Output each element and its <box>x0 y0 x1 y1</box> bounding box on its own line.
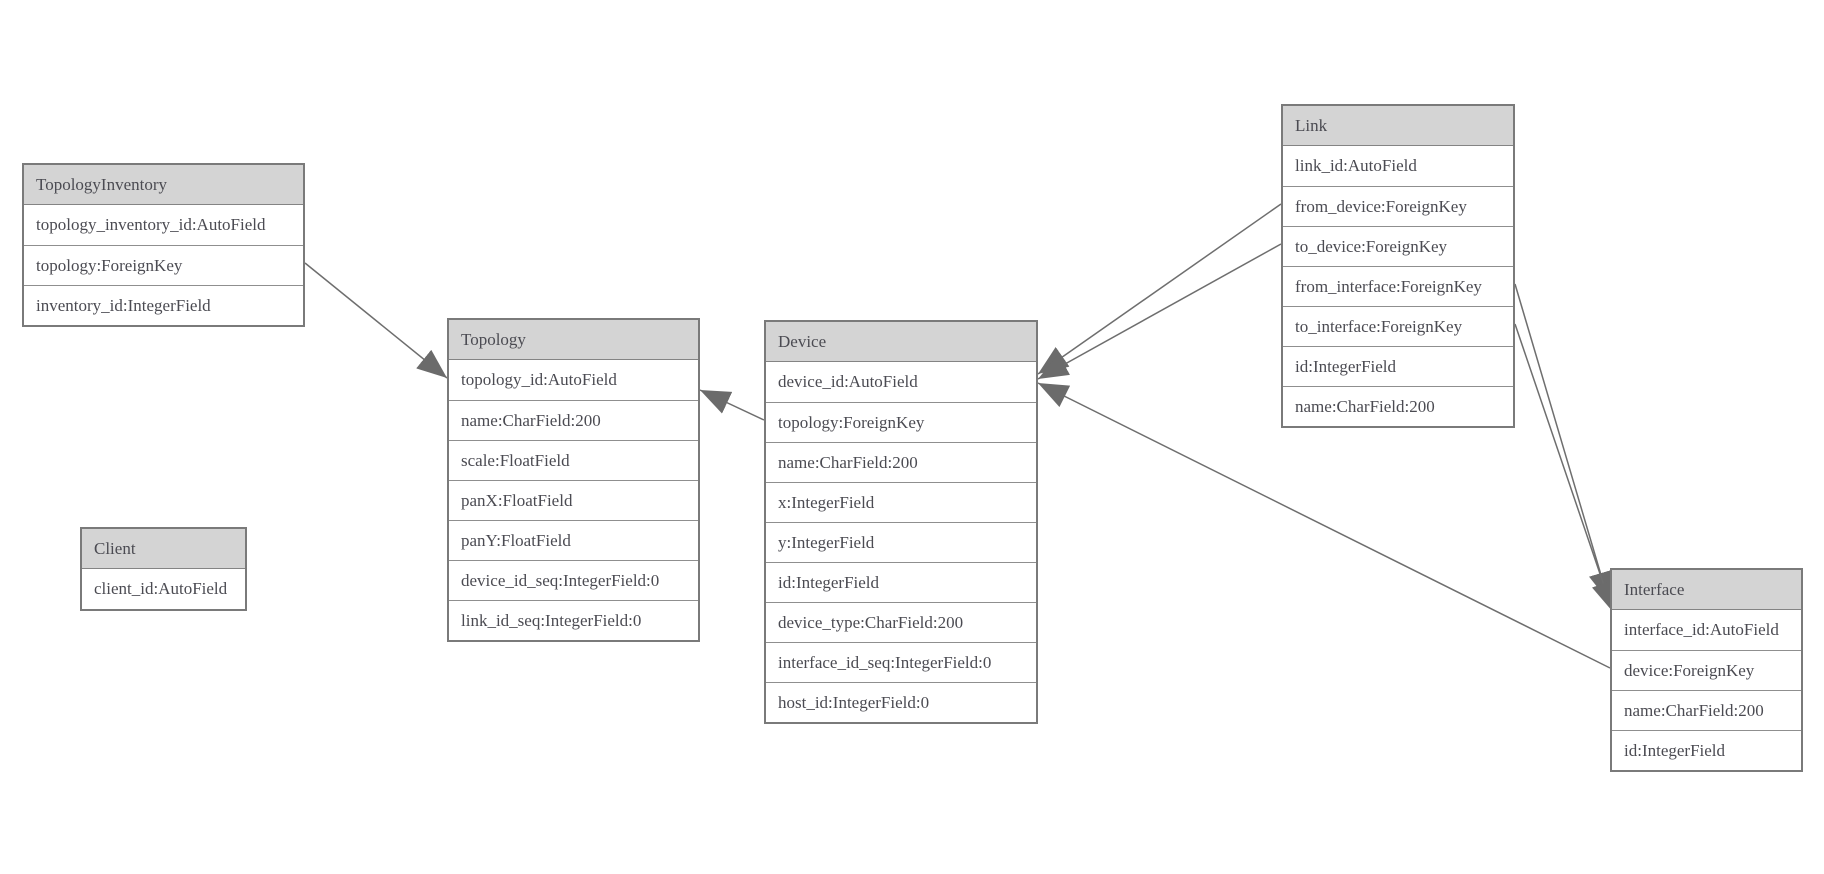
field-topology-inventory-id: topology_inventory_id:AutoField <box>24 205 303 245</box>
field-topology-device-id-seq: device_id_seq:IntegerField:0 <box>449 560 698 600</box>
field-link-to-device: to_device:ForeignKey <box>1283 226 1513 266</box>
edge-link-to-interface-interface <box>1514 323 1615 613</box>
field-interface-id: interface_id:AutoField <box>1612 610 1801 650</box>
field-device-id-int: id:IntegerField <box>766 562 1036 602</box>
field-device-x: x:IntegerField <box>766 482 1036 522</box>
field-link-from-device: from_device:ForeignKey <box>1283 186 1513 226</box>
entity-topology-inventory-title: TopologyInventory <box>24 165 303 205</box>
field-interface-id-int: id:IntegerField <box>1612 730 1801 770</box>
edge-link-from-interface-interface <box>1514 283 1613 603</box>
field-link-from-interface: from_interface:ForeignKey <box>1283 266 1513 306</box>
entity-topology-title: Topology <box>449 320 698 360</box>
edge-link-from-device-device <box>1037 203 1282 375</box>
field-link-id: link_id:AutoField <box>1283 146 1513 186</box>
field-device-y: y:IntegerField <box>766 522 1036 562</box>
field-interface-device-fk: device:ForeignKey <box>1612 650 1801 690</box>
field-device-host-id: host_id:IntegerField:0 <box>766 682 1036 722</box>
field-topology-fk: topology:ForeignKey <box>24 245 303 285</box>
edge-topologyinventory-topology <box>304 262 448 379</box>
field-link-name: name:CharField:200 <box>1283 386 1513 426</box>
field-device-id: device_id:AutoField <box>766 362 1036 402</box>
field-link-id-int: id:IntegerField <box>1283 346 1513 386</box>
entity-interface-title: Interface <box>1612 570 1801 610</box>
field-topology-name: name:CharField:200 <box>449 400 698 440</box>
field-topology-pany: panY:FloatField <box>449 520 698 560</box>
edge-device-topology <box>699 389 765 421</box>
field-topology-panx: panX:FloatField <box>449 480 698 520</box>
edge-interface-device-device <box>1037 382 1611 669</box>
field-device-name: name:CharField:200 <box>766 442 1036 482</box>
field-topology-id: topology_id:AutoField <box>449 360 698 400</box>
field-link-to-interface: to_interface:ForeignKey <box>1283 306 1513 346</box>
field-inventory-id: inventory_id:IntegerField <box>24 285 303 325</box>
entity-topology[interactable]: Topology topology_id:AutoField name:Char… <box>447 318 700 642</box>
field-client-id: client_id:AutoField <box>82 569 245 609</box>
edge-link-to-device-device <box>1037 243 1282 380</box>
entity-client[interactable]: Client client_id:AutoField <box>80 527 247 611</box>
entity-client-title: Client <box>82 529 245 569</box>
field-device-topology-fk: topology:ForeignKey <box>766 402 1036 442</box>
entity-interface[interactable]: Interface interface_id:AutoField device:… <box>1610 568 1803 772</box>
field-device-type: device_type:CharField:200 <box>766 602 1036 642</box>
field-topology-scale: scale:FloatField <box>449 440 698 480</box>
field-topology-link-id-seq: link_id_seq:IntegerField:0 <box>449 600 698 640</box>
field-interface-name: name:CharField:200 <box>1612 690 1801 730</box>
entity-topology-inventory[interactable]: TopologyInventory topology_inventory_id:… <box>22 163 305 327</box>
entity-device-title: Device <box>766 322 1036 362</box>
entity-device[interactable]: Device device_id:AutoField topology:Fore… <box>764 320 1038 724</box>
entity-link[interactable]: Link link_id:AutoField from_device:Forei… <box>1281 104 1515 428</box>
field-device-interface-id-seq: interface_id_seq:IntegerField:0 <box>766 642 1036 682</box>
entity-link-title: Link <box>1283 106 1513 146</box>
